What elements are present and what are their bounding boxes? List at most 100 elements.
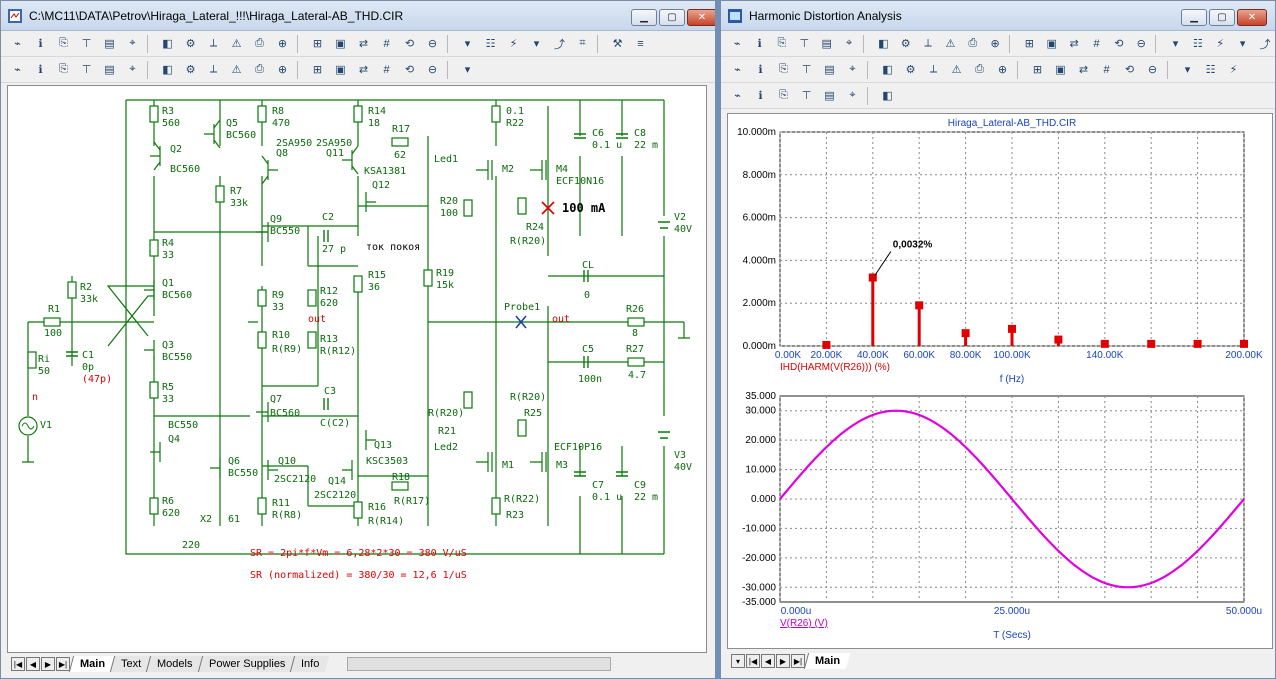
schematic-tool-button[interactable]: #	[383, 37, 390, 50]
schematic-tool-button[interactable]: ⚒	[612, 38, 623, 50]
analysis-tool-button[interactable]: ▾	[1172, 38, 1179, 50]
next-page-button[interactable]: ▶	[41, 657, 55, 671]
schematic-tool-button[interactable]: ≡	[637, 37, 644, 50]
analysis-tool-button[interactable]: ⌁	[733, 38, 741, 50]
analysis-tool-button[interactable]: ⊖	[1147, 64, 1158, 76]
analysis-tool-button[interactable]: ⇄	[1078, 64, 1089, 76]
schematic-tool-button[interactable]: ⚙	[185, 64, 196, 76]
analysis-tool-button[interactable]: ◧	[882, 64, 893, 76]
schematic-canvas[interactable]: R3 560 Q5 BC560 Q2 BC560 R8 470 2SA950 Q…	[7, 85, 707, 653]
schematic-tool-button[interactable]: ⌗	[579, 37, 586, 49]
analysis-tool-button[interactable]: ℹ	[757, 38, 762, 50]
analysis-tool-button[interactable]: ◧	[878, 38, 889, 50]
analysis-tool-button[interactable]: ⌖	[849, 63, 856, 75]
analysis-tool-button[interactable]: ⌁	[734, 90, 741, 102]
analysis-tool-button[interactable]: ⟂	[924, 37, 932, 49]
schematic-tool-button[interactable]: ⇄	[358, 64, 369, 76]
tab-main[interactable]: Main	[68, 656, 116, 672]
schematic-titlebar[interactable]: C:\MC11\DATA\Petrov\Hiraga_Lateral_!!!\H…	[1, 1, 715, 31]
analysis-last-button[interactable]: ▶|	[791, 654, 805, 668]
schematic-tool-button[interactable]: ⚠	[231, 64, 242, 76]
analysis-maximize-button[interactable]: ▢	[1209, 9, 1235, 26]
analysis-tool-button[interactable]: ⊤	[801, 90, 812, 102]
schematic-tool-button[interactable]: ⟂	[209, 37, 218, 49]
analysis-tool-button[interactable]: ◧	[882, 90, 893, 102]
schematic-tool-button[interactable]: ▾	[533, 38, 540, 50]
schematic-tool-button[interactable]: ⚙	[185, 38, 196, 50]
schematic-tool-button[interactable]: #	[383, 63, 390, 76]
schematic-tool-button[interactable]: ⎙	[255, 63, 264, 75]
analysis-tool-button[interactable]: ⌖	[849, 89, 856, 101]
schematic-tool-button[interactable]: ⊕	[277, 64, 288, 76]
analysis-prev-button[interactable]: ◀	[761, 654, 775, 668]
minimize-button[interactable]: ▁	[631, 9, 657, 26]
analysis-tool-button[interactable]: ⇄	[1069, 38, 1079, 50]
schematic-tool-button[interactable]: ▾	[464, 38, 471, 50]
analysis-tool-button[interactable]: ⟲	[1114, 38, 1124, 50]
analysis-tool-button[interactable]: ⎘	[779, 63, 788, 75]
schematic-tool-button[interactable]: ⎘	[59, 63, 68, 75]
schematic-tool-button[interactable]: ⌁	[14, 38, 21, 50]
analysis-tool-button[interactable]: ⚠	[945, 38, 956, 50]
analysis-tool-button[interactable]: ⊞	[1024, 38, 1034, 50]
analysis-tool-button[interactable]: ▣	[1046, 38, 1057, 50]
analysis-tool-button[interactable]: ⚙	[905, 64, 916, 76]
analysis-window[interactable]: Harmonic Distortion Analysis ▁ ▢ ✕ ⌁ℹ⎘⊤▤…	[720, 0, 1276, 679]
analysis-tool-button[interactable]: ⌁	[734, 64, 741, 76]
analysis-tab-main[interactable]: Main	[803, 653, 851, 669]
analysis-tool-button[interactable]: ▤	[824, 64, 835, 76]
analysis-dropdown-button[interactable]: ▾	[731, 654, 745, 668]
schematic-tool-button[interactable]: ⊤	[81, 38, 92, 50]
analysis-tool-button[interactable]: ⊖	[1136, 38, 1146, 50]
analysis-tool-button[interactable]: ▾	[1184, 64, 1191, 76]
analysis-tool-button[interactable]: ⟂	[929, 63, 938, 75]
analysis-next-button[interactable]: ▶	[776, 654, 790, 668]
analysis-tool-button[interactable]: ⚠	[951, 64, 962, 76]
schematic-tool-button[interactable]: ◧	[162, 38, 173, 50]
analysis-tool-button[interactable]: ℹ	[758, 64, 763, 76]
schematic-tool-button[interactable]: ⇄	[358, 38, 369, 50]
schematic-tool-button[interactable]: ▤	[104, 64, 115, 76]
circuit-diagram[interactable]: R3 560 Q5 BC560 Q2 BC560 R8 470 2SA950 Q…	[8, 86, 708, 654]
analysis-tool-button[interactable]: ⊤	[801, 64, 812, 76]
schematic-tool-button[interactable]: ⤴	[554, 38, 565, 51]
analysis-tool-button[interactable]: #	[1103, 63, 1110, 76]
last-page-button[interactable]: ▶|	[56, 657, 70, 671]
analysis-tool-button[interactable]: ⚡	[1229, 64, 1238, 76]
schematic-tool-button[interactable]: ⚠	[231, 38, 242, 50]
analysis-tool-button[interactable]: ⊕	[990, 38, 1000, 50]
schematic-tool-button[interactable]: ⊕	[277, 38, 288, 50]
analysis-tool-button[interactable]: ⎙	[975, 63, 984, 75]
schematic-tool-button[interactable]: ▣	[335, 38, 346, 50]
schematic-tool-button[interactable]: ⊞	[312, 64, 323, 76]
schematic-tool-button[interactable]: ▣	[335, 64, 346, 76]
schematic-tool-button[interactable]: ⊖	[427, 64, 438, 76]
analysis-tool-button[interactable]: ⚡	[1216, 38, 1225, 50]
tab-power-supplies[interactable]: Power Supplies	[197, 656, 296, 672]
analysis-tool-button[interactable]: ▤	[824, 90, 835, 102]
schematic-tool-button[interactable]: ⟂	[209, 63, 218, 75]
analysis-tool-button[interactable]: ⊕	[997, 64, 1008, 76]
tab-info[interactable]: Info	[290, 656, 330, 672]
analysis-close-button[interactable]: ✕	[1237, 9, 1267, 26]
first-page-button[interactable]: |◀	[11, 657, 25, 671]
schematic-tool-button[interactable]: ⊞	[312, 38, 323, 50]
schematic-tool-button[interactable]: ⎙	[255, 37, 264, 49]
schematic-window[interactable]: C:\MC11\DATA\Petrov\Hiraga_Lateral_!!!\H…	[0, 0, 716, 679]
schematic-tool-button[interactable]: ℹ	[38, 64, 43, 76]
prev-page-button[interactable]: ◀	[26, 657, 40, 671]
schematic-tool-button[interactable]: ⌖	[129, 63, 136, 75]
analysis-tool-button[interactable]: ⎘	[777, 37, 787, 49]
analysis-tool-button[interactable]: ⤴	[1259, 38, 1271, 51]
schematic-tool-button[interactable]: ⌁	[14, 64, 21, 76]
schematic-tool-button[interactable]: ⊖	[427, 38, 438, 50]
analysis-tool-button[interactable]: ⟲	[1124, 64, 1135, 76]
analysis-first-button[interactable]: |◀	[746, 654, 760, 668]
analysis-tool-button[interactable]: ▣	[1055, 64, 1066, 76]
schematic-tool-button[interactable]: ⌖	[129, 37, 136, 49]
schematic-tool-button[interactable]: ▾	[464, 64, 471, 76]
schematic-tool-button[interactable]: ☷	[485, 38, 496, 50]
analysis-tool-button[interactable]: ☷	[1192, 38, 1203, 50]
analysis-tool-button[interactable]: #	[1093, 37, 1100, 50]
